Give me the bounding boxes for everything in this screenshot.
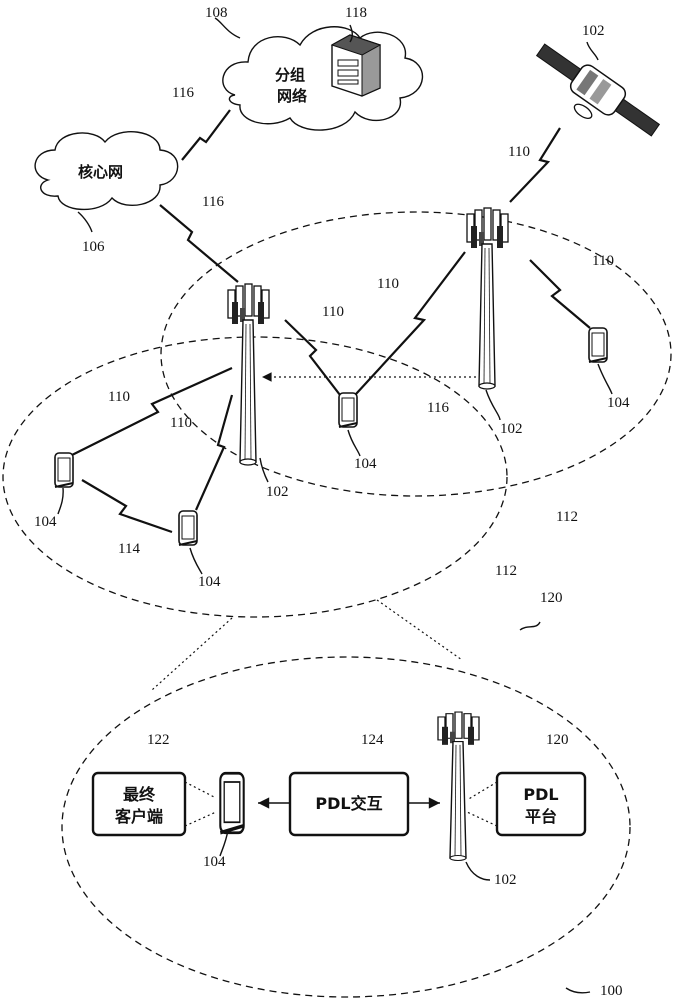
link-packet-core <box>182 110 230 160</box>
ref-120-top: 120 <box>540 590 563 606</box>
link-satellite-tower <box>510 128 560 202</box>
ref-102-satellite: 102 <box>582 23 605 39</box>
platform-tower-connector <box>467 782 497 800</box>
phone-right <box>589 328 607 362</box>
ref-110-bottom: 110 <box>170 415 192 431</box>
ref-124: 124 <box>361 732 384 748</box>
satellite-icon <box>523 37 665 156</box>
ref-116-b: 116 <box>202 194 224 210</box>
ref-118: 118 <box>345 5 367 21</box>
ref-116-a: 116 <box>172 85 194 101</box>
tower-zoom <box>438 712 479 860</box>
platform-tower-connector-b <box>467 812 497 826</box>
ref-116-c: 116 <box>427 400 449 416</box>
core-network-label: 核心网 <box>78 163 123 181</box>
link-tower-phone-far-left <box>72 368 232 455</box>
ref-104-mid: 104 <box>354 456 377 472</box>
ref-110-satellite: 110 <box>508 144 530 160</box>
phone-bottom <box>179 511 197 545</box>
ref-104-zoom: 104 <box>203 854 226 870</box>
zoom-connector-left <box>152 618 232 690</box>
ref-122: 122 <box>147 732 170 748</box>
end-client-label-1: 最终 <box>123 785 156 804</box>
pdl-platform-label-2: 平台 <box>525 807 557 826</box>
ref-102-zoom: 102 <box>494 872 517 888</box>
link-tower-left-phone-mid <box>285 320 340 395</box>
end-client-label-2: 客户端 <box>115 807 163 826</box>
packet-network-label-2: 网络 <box>277 87 307 105</box>
ref-104-bottom: 104 <box>198 574 221 590</box>
ref-112-right: 112 <box>556 509 578 525</box>
phone-far-left <box>55 453 73 487</box>
ref-102-right-tower: 102 <box>500 421 523 437</box>
packet-network-cloud <box>223 27 423 130</box>
pdl-platform-label-1: PDL <box>523 785 558 804</box>
ref-102-left-tower: 102 <box>266 484 289 500</box>
client-phone-connector-b <box>185 812 216 826</box>
packet-network-label-1: 分组 <box>275 66 305 84</box>
ref-100: 100 <box>600 983 623 999</box>
ref-112-left: 112 <box>495 563 517 579</box>
phone-middle <box>339 393 357 427</box>
ref-114: 114 <box>118 541 140 557</box>
pdl-interaction-label: PDL交互 <box>315 794 382 813</box>
ref-110-left-tower: 110 <box>322 304 344 320</box>
link-tower-right-phone-mid <box>356 252 465 394</box>
server-icon <box>332 35 380 96</box>
ref-110-right: 110 <box>592 253 614 269</box>
link-tower-phone-right <box>530 260 590 328</box>
link-device-to-device <box>82 480 172 532</box>
tower-left <box>228 284 269 465</box>
ref-110-mid-upper: 110 <box>377 276 399 292</box>
ref-104-right: 104 <box>607 395 630 411</box>
phone-zoom <box>220 773 243 833</box>
zoom-connector-right <box>377 600 462 660</box>
cell-coverage-left <box>3 337 507 617</box>
ref-108: 108 <box>205 5 228 21</box>
tower-right <box>467 208 508 389</box>
link-core-tower <box>160 205 238 282</box>
client-phone-connector <box>185 782 216 798</box>
ref-104-far-left: 104 <box>34 514 57 530</box>
ref-106: 106 <box>82 239 105 255</box>
ref-120: 120 <box>546 732 569 748</box>
ref-110-far-left: 110 <box>108 389 130 405</box>
link-tower-phone-bottom <box>196 395 232 510</box>
